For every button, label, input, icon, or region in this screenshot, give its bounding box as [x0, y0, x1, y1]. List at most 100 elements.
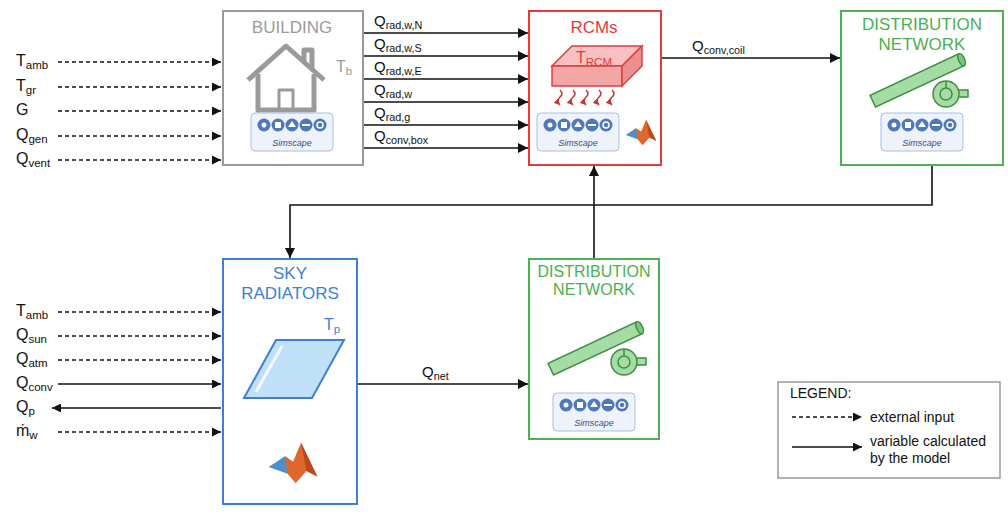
house-icon: [279, 90, 293, 110]
simscape-badge: [537, 113, 619, 151]
sky-radiator-panel: [256, 346, 282, 392]
model-variable-arrows: [52, 384, 221, 408]
box-title: BUILDING: [224, 18, 360, 38]
external-input-arrows: [58, 110, 221, 111]
external-input-arrows: [58, 135, 221, 136]
flow-label: Qrad,w,E: [372, 59, 424, 74]
model-variable-arrows: [58, 383, 221, 385]
symbol-subscript: rad,w,S: [386, 42, 422, 54]
flow-connector: [593, 166, 595, 258]
building-box: BUILDING TbSimscape: [222, 10, 364, 166]
heat-emission-arrows: [558, 90, 562, 105]
software-label: Simscape: [536, 139, 620, 148]
flow-label: Qrad,w: [372, 82, 414, 97]
external-input-arrows: [58, 159, 221, 160]
network-box: DISTRIBUTION NETWORK Simscape: [840, 10, 1004, 166]
symbol-subscript: b: [346, 65, 352, 77]
temperature-symbol: TRCM: [576, 49, 612, 67]
symbol-base: Q: [16, 326, 28, 343]
legend-dashed-sample: [792, 416, 862, 417]
symbol-base: Q: [16, 150, 28, 167]
input-variable: Qsun: [16, 327, 47, 343]
input-variable: Tamb: [16, 53, 48, 69]
flow-connector: [364, 124, 528, 126]
symbol-subscript: amb: [26, 59, 48, 71]
heat-emission-arrows: [558, 90, 614, 105]
symbol-subscript: conv: [28, 381, 52, 393]
external-input-arrows: [58, 61, 221, 62]
symbol-base: T: [324, 316, 334, 333]
input-variable: Tgr: [16, 78, 36, 94]
symbol-base: T: [336, 58, 346, 75]
symbol-subscript: rad,w: [386, 88, 412, 100]
temperature-symbol: Tp: [324, 316, 340, 334]
simscape-badge: [881, 113, 963, 151]
symbol-base: ṁ: [16, 422, 29, 439]
pipe-pump-icon: [870, 53, 968, 107]
symbol-subscript: sun: [28, 333, 47, 345]
symbol-subscript: atm: [28, 357, 47, 369]
symbol-base: Q: [692, 37, 704, 54]
input-variable: Qp: [16, 399, 35, 415]
flow-label: Qconv,box: [372, 128, 430, 143]
flow-label: Qrad,w,S: [372, 36, 424, 51]
simscape-badge: [251, 113, 333, 151]
heat-emission-arrows: [571, 90, 575, 105]
symbol-subscript: p: [28, 405, 34, 417]
symbol-subscript: rad,w,E: [386, 65, 422, 77]
symbol-subscript: gr: [26, 84, 36, 96]
symbol-base: Q: [374, 58, 386, 75]
input-variable: Qvent: [16, 151, 50, 167]
symbol-base: Q: [374, 81, 386, 98]
matlab-logo: [269, 443, 318, 484]
software-label: Simscape: [552, 419, 636, 428]
simscape-badge: [553, 393, 635, 431]
flow-connector: [364, 147, 528, 149]
input-variable: Tamb: [16, 303, 48, 319]
symbol-subscript: RCM: [586, 56, 612, 68]
box-title: RCMs: [530, 18, 658, 38]
flow-label: Qrad,w,N: [372, 13, 424, 28]
input-variable: G: [16, 102, 28, 118]
sky-radiator-box: SKY RADIATORSTp: [222, 258, 358, 505]
house-icon: [258, 74, 314, 110]
symbol-subscript: vent: [28, 157, 50, 169]
software-label: Simscape: [250, 139, 334, 148]
rcm-block-icon: [622, 46, 642, 86]
model-variable-arrows: [52, 407, 221, 409]
flow-connector: [662, 57, 840, 59]
flow-connector: [364, 101, 528, 103]
rcm-box: RCMsTRCM Simscape: [528, 10, 662, 166]
symbol-subscript: w: [29, 429, 37, 441]
input-variable: ṁw: [16, 423, 38, 439]
sky-radiator-panel: [244, 340, 344, 398]
symbol-base: Q: [16, 126, 28, 143]
flow-connector: [358, 383, 528, 385]
input-variable: Qatm: [16, 351, 48, 367]
heat-emission-arrows: [597, 90, 601, 105]
legend-box: [778, 382, 1000, 478]
flow-connector: [364, 55, 528, 57]
external-input-arrows: [58, 359, 221, 360]
box-title: DISTRIBUTION NETWORK: [532, 263, 656, 300]
pipe-pump-icon: [548, 321, 646, 375]
legend-solid-sample: [792, 446, 862, 448]
legend-text: external input: [870, 409, 998, 426]
rcm-block-icon: [552, 46, 642, 86]
symbol-subscript: conv,box: [386, 134, 428, 146]
legend-text: variable calculated by the model: [870, 433, 998, 467]
box-title: DISTRIBUTION NETWORK: [856, 15, 988, 54]
symbol-base: T: [16, 52, 26, 69]
rcm-block-icon: [552, 66, 622, 86]
flow-connector: [290, 166, 932, 258]
software-label: Simscape: [880, 139, 964, 148]
legend-heading: LEGEND:: [790, 386, 851, 400]
house-icon: [248, 46, 324, 110]
sky-radiator-panel: [244, 340, 344, 398]
house-icon: [304, 50, 312, 69]
flow-connector: [364, 78, 528, 80]
flow-connector: [364, 32, 528, 34]
